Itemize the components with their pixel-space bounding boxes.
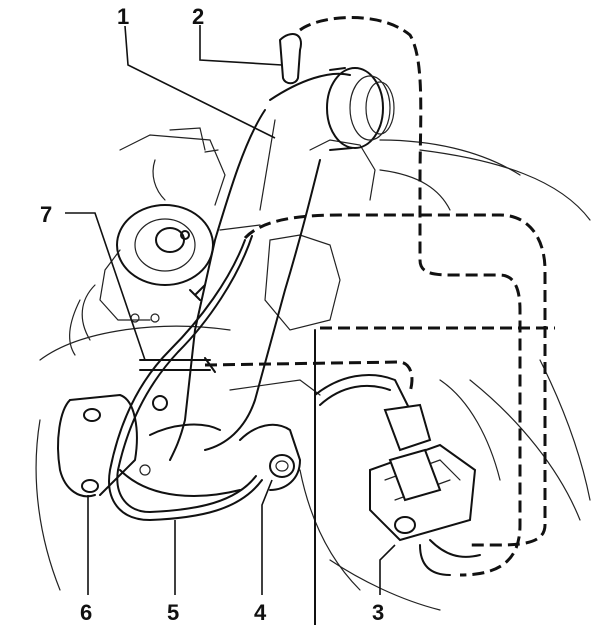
hose-clamp bbox=[279, 33, 302, 85]
intake-air-pipe bbox=[169, 67, 395, 461]
compressor-housing bbox=[68, 204, 214, 356]
solenoid-valve bbox=[314, 374, 481, 576]
callout-6: 6 bbox=[80, 600, 92, 625]
callout-2: 2 bbox=[192, 4, 204, 29]
lower-pipe-flange bbox=[57, 394, 301, 498]
vacuum-hose-solid bbox=[108, 235, 263, 521]
engine-block-background bbox=[35, 127, 591, 611]
callout-7: 7 bbox=[40, 202, 52, 227]
callout-4: 4 bbox=[254, 600, 267, 625]
callout-5: 5 bbox=[167, 600, 179, 625]
callout-3: 3 bbox=[372, 600, 384, 625]
callout-1: 1 bbox=[117, 4, 129, 29]
vacuum-lines-dashed bbox=[204, 16, 555, 577]
callout-leaders bbox=[65, 25, 396, 595]
